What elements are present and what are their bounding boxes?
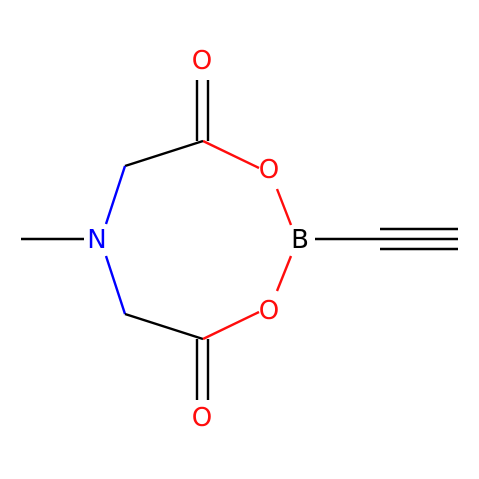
- atom-nitrogen: N: [87, 225, 106, 255]
- bond-o-b-bottom: [275, 255, 293, 292]
- atom-o-carbonyl-bottom: O: [192, 403, 212, 433]
- atom-o-ring-bottom: O: [259, 296, 279, 326]
- atom-labels: O O N B O O: [87, 46, 309, 433]
- bond-ch2-c-bottom: [124, 312, 204, 341]
- atom-boron: B: [291, 225, 309, 255]
- bonds: [21, 80, 458, 400]
- bond-c-o-ring-top: [202, 139, 260, 170]
- atom-o-carbonyl-top: O: [192, 46, 212, 76]
- bond-o-b-top: [275, 188, 293, 226]
- bond-c-ch2-top: [124, 139, 204, 168]
- atom-o-ring-top: O: [259, 155, 279, 185]
- bond-n-ch2-bottom: [104, 255, 127, 315]
- bond-ch2-n-top: [104, 165, 127, 225]
- bond-c-o-ring-bottom: [202, 310, 260, 341]
